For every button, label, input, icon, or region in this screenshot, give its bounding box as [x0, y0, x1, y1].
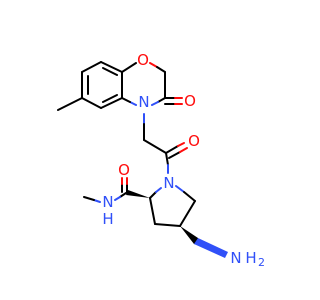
bond-acyl-co-2a [168, 151, 181, 159]
atom-amino-subscript: 2 [258, 256, 265, 269]
bond-nme-a [93, 199, 101, 203]
atom-pyrrolidine-nitrogen: N [163, 174, 174, 192]
bond-benzene-1 [81, 61, 102, 73]
bond-n4-c4a-a [129, 101, 137, 106]
atom-amino-nitrogen: N [230, 249, 241, 267]
benzene-ring [81, 61, 123, 109]
bond-ch2-co [143, 139, 167, 154]
bond-benzene-4 [100, 97, 123, 109]
atom-amino-hydrogen: H [245, 249, 256, 267]
pyrrolidine-ring [149, 185, 196, 227]
atom-ring-oxygen: O [137, 51, 149, 69]
bond-n1-c5-b [183, 191, 196, 202]
wedge-c4-amino-b [194, 238, 228, 258]
atom-amino-nh2: N H 2 [230, 249, 265, 269]
bond-c8a-o [121, 62, 137, 73]
bond-acyl-co-1a [165, 145, 179, 154]
atom-lactam-carbonyl-oxygen: O [184, 92, 196, 110]
bond-acyl-co-2b [179, 147, 188, 153]
bond-c3-n4-a [157, 97, 166, 103]
atom-amide-hydrogen: H [102, 210, 113, 228]
atom-amide-carbonyl-oxygen: O [118, 161, 130, 179]
atom-amide-nh: N H [102, 193, 113, 228]
wedge-c4-amino-a [180, 226, 199, 245]
bond-c5-c4 [179, 200, 196, 227]
bond-o-c2-a [149, 62, 158, 68]
bond-c3-c2 [149, 197, 156, 225]
bond-co-n1-a [165, 152, 169, 166]
molecule-structure: O N O O N O N H N H 2 [57, 51, 265, 269]
bond-n4-c4a-b [121, 97, 131, 103]
atom-acyl-carbonyl-oxygen: O [188, 132, 200, 150]
bond-c3-n4-b [151, 101, 159, 106]
bond-c2-n1-b [155, 187, 162, 193]
bond-c4-c3 [154, 223, 181, 227]
wedge-c2-amide [126, 190, 150, 198]
oxazinone-ring [121, 62, 183, 106]
bond-acyl-co-1b [177, 142, 185, 147]
bond-benzene-6 [100, 61, 123, 73]
bond-benzene-double-3 [102, 67, 118, 76]
bond-benzene-3 [81, 97, 102, 109]
atom-lactam-nitrogen: N [138, 93, 149, 111]
bond-o-c2-b [156, 66, 166, 73]
bond-benzene-double-2 [102, 94, 118, 103]
bond-amide-c-n-b [114, 196, 121, 201]
atom-amide-nitrogen: N [102, 193, 113, 211]
bond-methyl [57, 97, 83, 111]
bond-n1-c5-a [175, 185, 185, 193]
bond-c2-n1-a [149, 191, 157, 199]
bond-nme-b [83, 196, 95, 201]
bond-amide-c-n-a [119, 192, 127, 198]
